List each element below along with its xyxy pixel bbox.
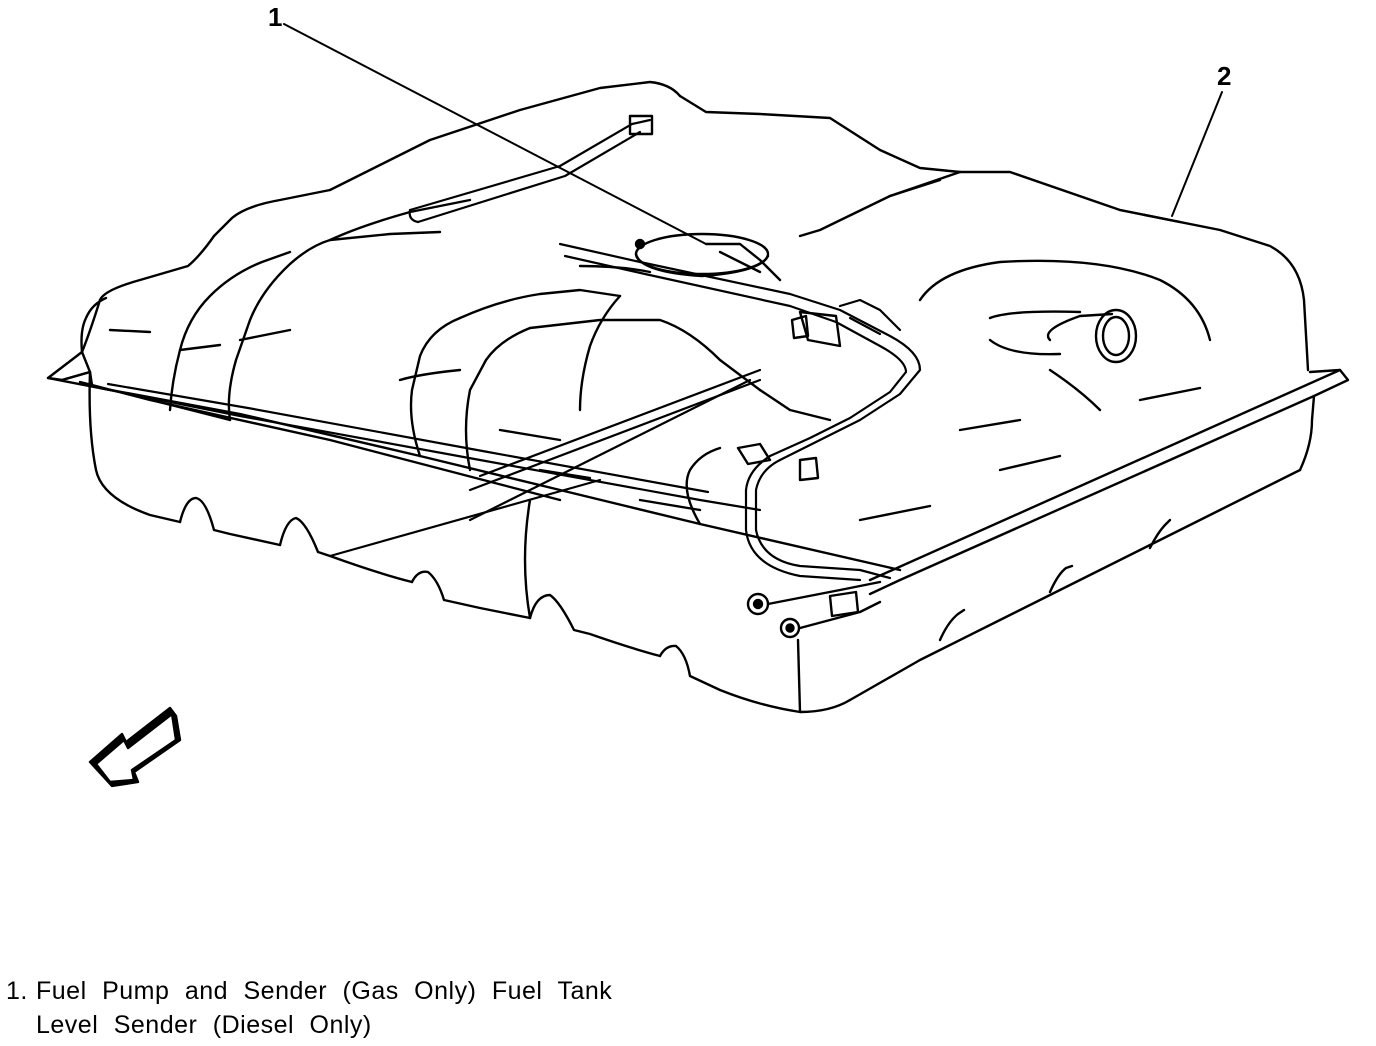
leader-lines xyxy=(283,23,1223,245)
legend-item: 1. Fuel Pump and Sender (Gas Only) Fuel … xyxy=(6,974,686,1042)
legend-item-number: 1. xyxy=(6,977,28,1005)
fuel-pump-module xyxy=(578,232,782,282)
callout-number-1: 1 xyxy=(268,2,283,32)
tank-lower-body xyxy=(46,298,1350,714)
front-direction-arrow-icon xyxy=(88,706,182,788)
leader-line-2 xyxy=(1171,91,1223,217)
fuel-lines xyxy=(98,118,922,582)
line-connectors xyxy=(628,114,882,639)
leader-line-1 xyxy=(283,23,707,245)
filler-neck xyxy=(918,259,1212,412)
legend: 1. Fuel Pump and Sender (Gas Only) Fuel … xyxy=(6,974,686,1042)
callout-number-2: 2 xyxy=(1217,61,1232,91)
legend-item-text: Fuel Pump and Sender (Gas Only) Fuel Tan… xyxy=(36,977,613,1039)
tank-upper-body xyxy=(80,80,1310,620)
